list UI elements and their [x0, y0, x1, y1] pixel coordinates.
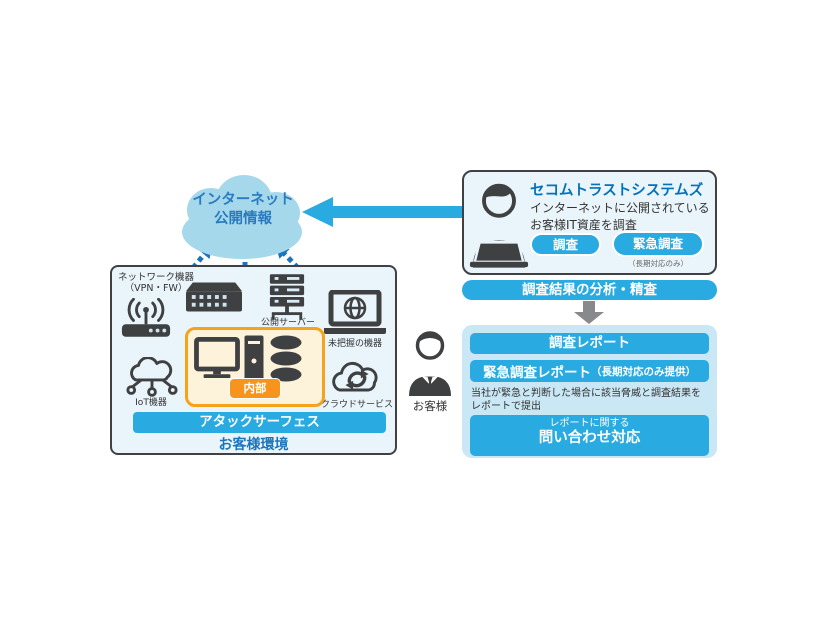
- person-laptop-icon: [469, 183, 529, 268]
- network-switch-icon: [186, 282, 242, 312]
- down-arrow-icon: [574, 301, 604, 324]
- big-left-arrow-icon: [302, 197, 462, 227]
- database-icon: [270, 335, 302, 382]
- unknown-device-label: 未把握の機器: [327, 339, 382, 349]
- inquiry-line1: レポートに関する: [549, 418, 630, 429]
- iot-device-label: IoT機器: [135, 398, 167, 408]
- report-panel: 調査レポート 緊急調査レポート（長期対応のみ提供） 当社が緊急と判断した場合に該…: [462, 325, 717, 458]
- internet-cloud-label: インターネット 公開情報: [176, 191, 310, 229]
- report-note: 当社が緊急と判断した場合に該当脅威と調査結果を レポートで提出: [471, 388, 701, 412]
- person-icon: [409, 331, 451, 396]
- cloud-service-label: クラウドサービス: [320, 400, 393, 410]
- unknown-device-icon: [324, 290, 386, 334]
- customer-environment-title: お客様環境: [218, 437, 289, 453]
- customer-label: お客様: [412, 399, 448, 413]
- customer-figure: お客様: [404, 330, 456, 414]
- internal-systems-box: 内部: [185, 327, 325, 407]
- public-server-icon: [269, 274, 305, 320]
- survey-button: 調査: [530, 233, 601, 256]
- internal-badge: 内部: [229, 378, 281, 399]
- emergency-report-bar: 緊急調査レポート（長期対応のみ提供）: [470, 360, 709, 382]
- emergency-note: （長期対応のみ）: [628, 259, 688, 268]
- inquiry-line2: 問い合わせ対応: [538, 430, 641, 446]
- internet-cloud-icon: [182, 175, 302, 259]
- monitor-icon: [194, 337, 240, 379]
- emergency-report-label: 緊急調査レポート: [483, 365, 591, 381]
- provider-description: インターネットに公開されている お客様IT資産を調査: [530, 201, 710, 232]
- attack-surface-bar: アタックサーフェス: [133, 412, 386, 433]
- cloud-service-icon: [332, 361, 378, 392]
- cloud-label-line1: インターネット: [192, 192, 294, 208]
- provider-box: セコムトラストシステムズ インターネットに公開されている お客様IT資産を調査 …: [462, 170, 717, 275]
- wifi-router-icon: [121, 298, 171, 337]
- cloud-label-line2: 公開情報: [214, 211, 272, 227]
- internet-cloud: [166, 170, 316, 262]
- inquiry-bar: レポートに関する 問い合わせ対応: [470, 415, 709, 456]
- analysis-bar: 調査結果の分析・精査: [462, 280, 717, 300]
- customer-environment-box: ネットワーク機器 （VPN・FW）: [110, 265, 397, 455]
- provider-title: セコムトラストシステムズ: [530, 183, 704, 199]
- report-bar: 調査レポート: [470, 333, 709, 354]
- network-device-label: ネットワーク機器 （VPN・FW）: [117, 272, 194, 294]
- pc-tower-icon: [244, 335, 264, 383]
- public-server-label: 公開サーバー: [261, 318, 315, 328]
- emergency-report-suffix: （長期対応のみ提供）: [591, 365, 696, 378]
- emergency-survey-button: 緊急調査: [612, 231, 704, 257]
- iot-device-icon: [126, 357, 178, 397]
